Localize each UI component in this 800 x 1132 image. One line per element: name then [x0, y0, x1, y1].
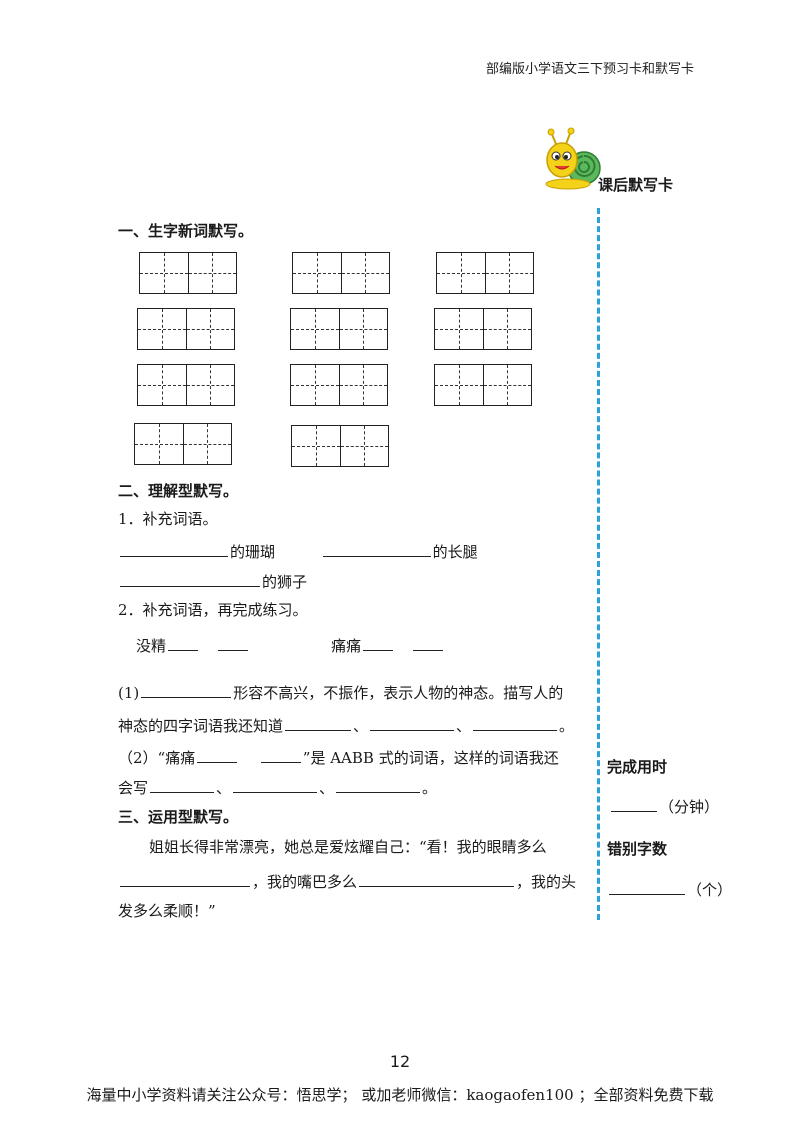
period: 。	[559, 717, 575, 735]
q2-sub2-line2: 会写 、 、 。	[118, 778, 437, 796]
sub1-text2: 神态的四字词语我还知道	[118, 717, 284, 735]
writing-grid	[290, 308, 388, 350]
error-count-field: （个）	[607, 880, 732, 898]
section1-title: 一、生字新词默写。	[118, 222, 254, 240]
footer-text: 海量中小学资料请关注公众号：悟思学； 或加老师微信：kaogaofen100 ；…	[86, 1086, 714, 1104]
answer-blank[interactable]	[233, 778, 318, 793]
answer-blank[interactable]	[412, 636, 443, 651]
time-unit: （分钟）	[659, 798, 720, 816]
completion-time-label: 完成用时	[607, 758, 668, 776]
answer-blank[interactable]	[363, 636, 394, 651]
section2-title: 二、理解型默写。	[118, 482, 239, 500]
writing-grid	[290, 364, 388, 406]
answer-blank[interactable]	[370, 716, 455, 731]
answer-blank[interactable]	[120, 572, 260, 587]
completion-time-field: （分钟）	[609, 797, 719, 815]
question2-label: 2．补充词语，再完成练习。	[118, 601, 308, 619]
sub2-text: （2）“痛痛	[118, 749, 196, 767]
section3-line1: 姐姐长得非常漂亮，她总是爱炫耀自己：“看！我的眼睛多么	[149, 838, 547, 856]
writing-grid	[137, 364, 235, 406]
sub1-number: (1)	[118, 684, 140, 702]
answer-blank[interactable]	[217, 636, 248, 651]
separator: 、	[216, 779, 232, 797]
q2-sub1-line1: (1) 形容不高兴，不振作，表示人物的神态。描写人的	[118, 683, 563, 701]
card-title: 课后默写卡	[598, 176, 674, 194]
separator: 、	[319, 779, 335, 797]
q1-line1: 的珊瑚 的长腿	[118, 542, 478, 560]
separator: 、	[353, 717, 369, 735]
answer-blank[interactable]	[473, 716, 558, 731]
writing-grid	[292, 252, 390, 294]
answer-blank[interactable]	[322, 542, 431, 557]
writing-grid	[137, 308, 235, 350]
writing-grid	[434, 364, 532, 406]
sub1-text: 形容不高兴，不振作，表示人物的神态。描写人的	[233, 684, 564, 702]
error-count-label: 错别字数	[607, 840, 668, 858]
answer-blank[interactable]	[285, 716, 352, 731]
error-input-blank[interactable]	[609, 880, 685, 895]
error-unit: （个）	[687, 881, 733, 899]
separator: 、	[456, 717, 472, 735]
q1-line2: 的狮子	[118, 572, 307, 590]
writing-grid	[134, 423, 232, 465]
sub2-text2: ”是 AABB 式的词语，这样的词语我还	[302, 749, 559, 767]
writing-grid	[139, 252, 237, 294]
time-input-blank[interactable]	[611, 797, 657, 812]
answer-blank[interactable]	[359, 872, 515, 887]
answer-blank[interactable]	[168, 636, 199, 651]
period: 。	[422, 779, 438, 797]
answer-blank[interactable]	[141, 683, 232, 698]
answer-blank[interactable]	[336, 778, 421, 793]
section3-text: ，我的头	[516, 873, 577, 891]
sub2-text3: 会写	[118, 779, 149, 797]
q1-word3: 的狮子	[262, 573, 308, 591]
answer-blank[interactable]	[120, 872, 250, 887]
section3-line3: 发多么柔顺！”	[118, 902, 216, 920]
header-title: 部编版小学语文三下预习卡和默写卡	[486, 62, 695, 77]
q1-word1: 的珊瑚	[230, 543, 276, 561]
q2-sub1-line2: 神态的四字词语我还知道 、 、 。	[118, 716, 574, 734]
q1-word2: 的长腿	[432, 543, 478, 561]
q2-word2: 痛痛	[331, 637, 362, 655]
section3-text: ，我的嘴巴多么	[252, 873, 358, 891]
answer-blank[interactable]	[197, 748, 238, 763]
question1-label: 1．补充词语。	[118, 510, 218, 528]
snail-mascot-icon	[545, 127, 601, 190]
page-number: 12	[389, 1052, 411, 1071]
writing-grid	[434, 308, 532, 350]
q2-sub2-line1: （2）“痛痛 ”是 AABB 式的词语，这样的词语我还	[118, 748, 559, 766]
answer-blank[interactable]	[150, 778, 215, 793]
q2-word1: 没精	[136, 637, 167, 655]
section3-title: 三、运用型默写。	[118, 808, 239, 826]
section3-line2: ，我的嘴巴多么 ，我的头	[118, 872, 576, 890]
divider-dashed-line	[597, 208, 600, 920]
q2-word-line: 没精 痛痛	[136, 636, 445, 654]
answer-blank[interactable]	[260, 748, 301, 763]
answer-blank[interactable]	[120, 542, 228, 557]
writing-grid	[291, 425, 389, 467]
writing-grid	[436, 252, 534, 294]
